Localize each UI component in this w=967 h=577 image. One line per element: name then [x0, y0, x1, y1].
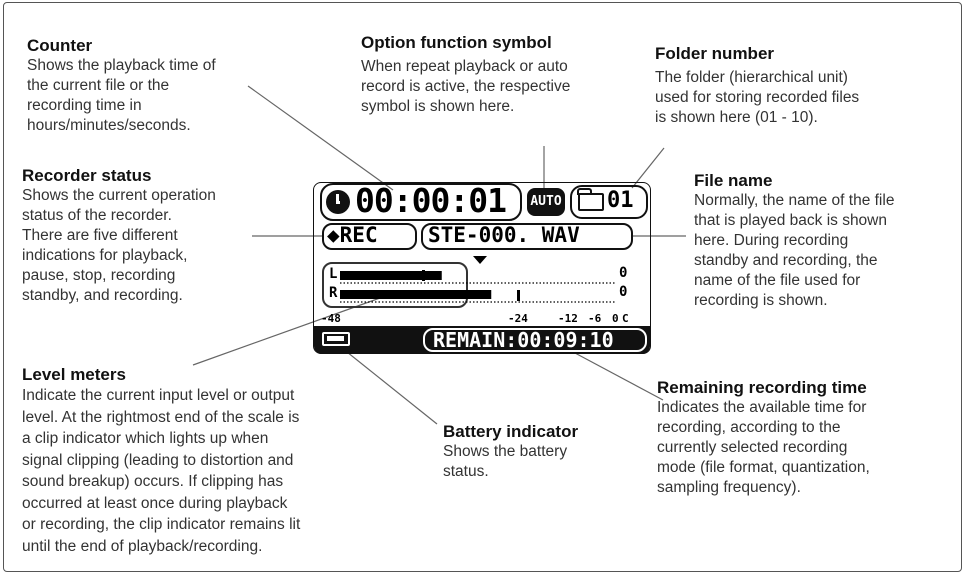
- counter-title: Counter: [27, 36, 93, 55]
- file-description: Normally, the name of the file that is p…: [694, 192, 895, 309]
- folder-icon: [577, 188, 604, 211]
- peak-hold-right: [517, 290, 520, 301]
- scale-tick: -24: [508, 312, 528, 325]
- scale-tick: 0: [612, 312, 619, 325]
- counter-frame: [320, 183, 522, 221]
- level-pointer-icon: [473, 256, 487, 264]
- counter-display: 00:00:01: [355, 181, 507, 220]
- leader-battery: [336, 343, 438, 425]
- battery-title: Battery indicator: [443, 422, 579, 441]
- folder-description: The folder (hierarchical unit) used for …: [655, 69, 860, 126]
- battery-icon: [322, 332, 350, 346]
- level-meters: [340, 270, 615, 303]
- remaining-time-area: [418, 326, 650, 354]
- remain-annotation: Remaining recording time Indicates the a…: [657, 377, 870, 498]
- leader-folder: [631, 147, 665, 189]
- level-description: Indicate the current input level or outp…: [22, 387, 301, 555]
- scale-tick: -12: [558, 312, 578, 325]
- meter-right-label: R: [329, 285, 338, 301]
- status-label: REC: [339, 223, 378, 247]
- level-bar-right: [340, 290, 492, 299]
- clip-indicator-left: 0: [619, 265, 628, 281]
- leader-remain: [574, 352, 664, 401]
- remaining-time-display: REMAIN:00:09:10: [433, 328, 614, 352]
- folder-frame: [570, 185, 648, 219]
- counter-annotation: Counter Shows the playback time of the c…: [27, 35, 216, 136]
- leader-counter: [247, 85, 394, 191]
- battery-annotation: Battery indicator Shows the battery stat…: [443, 421, 578, 482]
- clip-indicator-right: 0: [619, 284, 628, 300]
- level-annotation: Level meters Indicate the current input …: [22, 364, 300, 557]
- remain-description: Indicates the available time for recordi…: [657, 399, 870, 496]
- battery-description: Shows the battery status.: [443, 443, 568, 480]
- remaining-time-frame: [423, 328, 647, 352]
- option-annotation: Option function symbol When repeat playb…: [361, 32, 570, 117]
- leader-level: [192, 297, 381, 366]
- option-symbol: AUTO: [527, 188, 565, 216]
- status-title: Recorder status: [22, 166, 152, 185]
- level-title: Level meters: [22, 365, 126, 384]
- peak-hold-left: [422, 270, 425, 281]
- option-description: When repeat playback or auto record is a…: [361, 58, 571, 115]
- file-title: File name: [694, 171, 773, 190]
- folder-title: Folder number: [655, 44, 775, 63]
- folder-annotation: Folder number The folder (hierarchical u…: [655, 43, 859, 128]
- clock-icon: [326, 190, 350, 214]
- diagram-frame: [3, 2, 962, 572]
- status-display: ◆REC: [327, 223, 378, 247]
- status-description: Shows the current operation status of th…: [22, 187, 216, 304]
- option-title: Option function symbol: [361, 33, 552, 52]
- scale-tick: -6: [588, 312, 602, 325]
- remain-title: Remaining recording time: [657, 378, 867, 397]
- filename-frame: [421, 223, 633, 250]
- status-annotation: Recorder status Shows the current operat…: [22, 165, 216, 306]
- level-bar-left: [340, 271, 442, 280]
- meter-left-label: L: [329, 266, 338, 282]
- scale-tick: C: [622, 312, 629, 325]
- record-icon: ◆: [327, 223, 340, 247]
- level-meter-frame: [322, 262, 468, 308]
- status-frame: [322, 223, 417, 250]
- file-annotation: File name Normally, the name of the file…: [694, 170, 894, 311]
- filename-display: STE-000. WAV: [428, 223, 580, 247]
- scale-tick: -48: [321, 312, 341, 325]
- counter-description: Shows the playback time of the current f…: [27, 57, 216, 134]
- folder-number: 01: [607, 188, 634, 213]
